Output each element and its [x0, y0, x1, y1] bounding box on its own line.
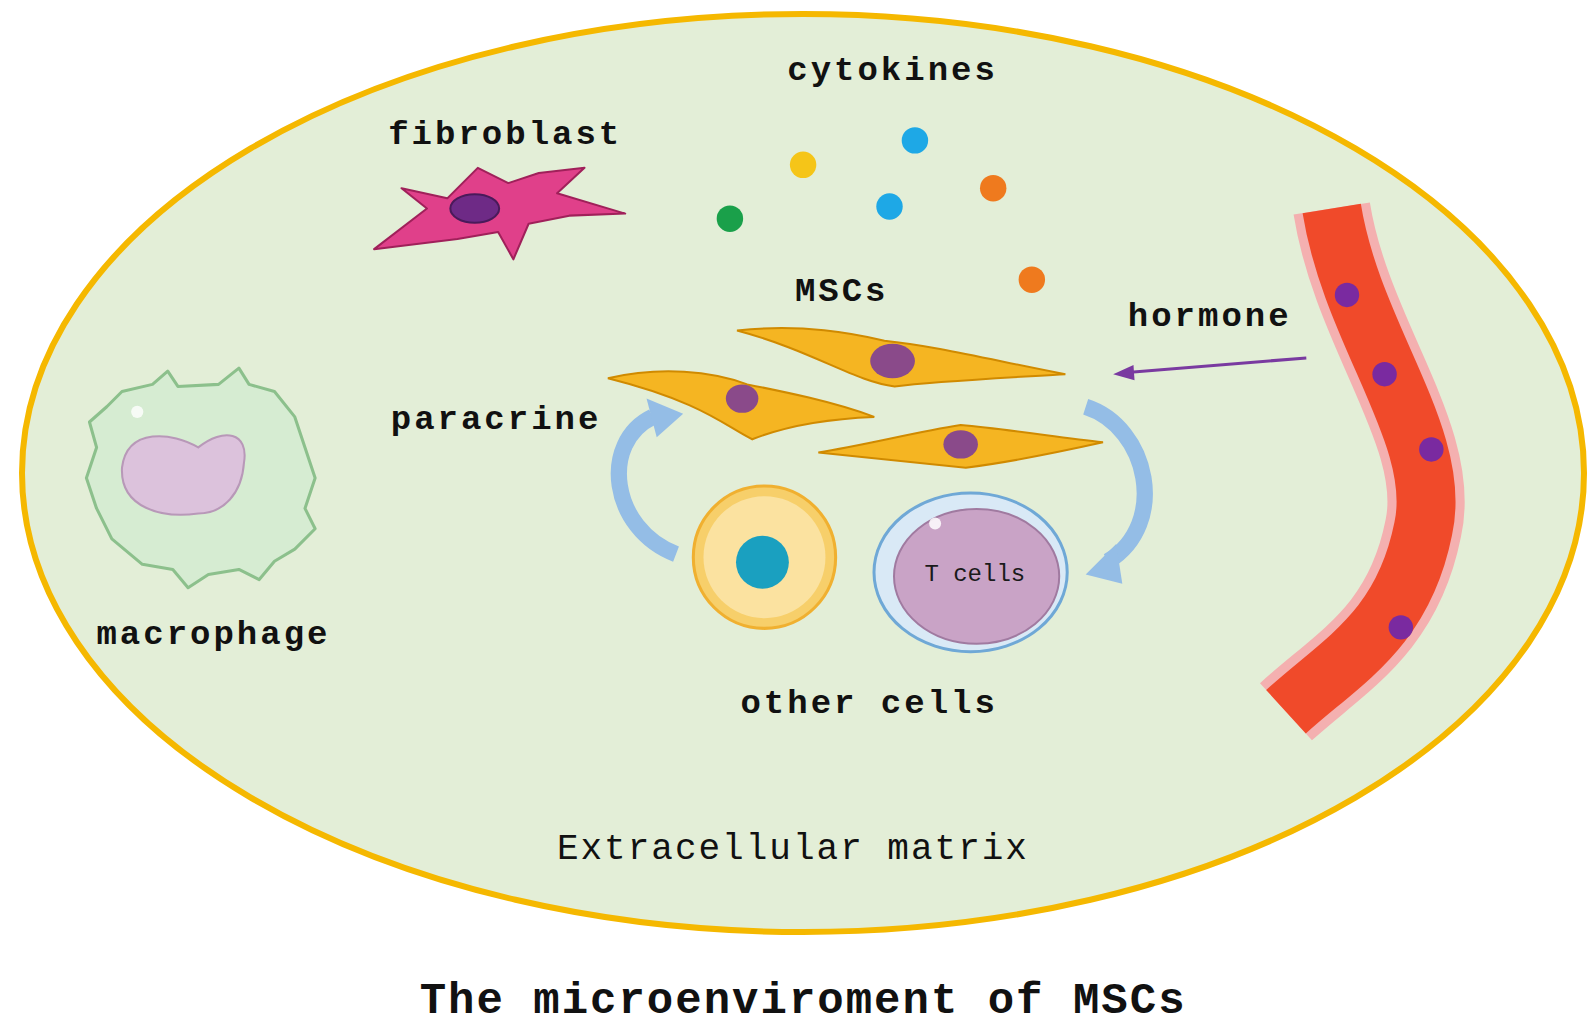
t-cell-node: T cells: [872, 491, 1069, 654]
macrophage-cell-part: [86, 368, 315, 588]
other-cell-part: [736, 536, 789, 589]
matrix-region: Extracellular matrix T cells: [18, 10, 1588, 936]
paracrine-arrows-part: [647, 399, 684, 438]
t-cell-highlight: [929, 518, 941, 530]
region-label: Extracellular matrix: [557, 828, 1029, 869]
blood-vessel-part: [1335, 283, 1359, 307]
hormone-arrow-part: [1130, 358, 1306, 372]
msc-cells: [608, 328, 1103, 468]
msc-cells-part: [818, 425, 1103, 468]
cytokine-dots-part: [717, 205, 743, 231]
cytokine-dots-part: [902, 127, 928, 153]
matrix-ellipse-shape: [22, 14, 1584, 932]
hormone-arrow-part: [1113, 365, 1134, 380]
blood-vessel-part: [1419, 437, 1443, 461]
figure-caption: The microenviroment of MSCs: [420, 976, 1187, 1026]
blood-vessel-part: [1286, 209, 1426, 712]
msc-cells-part: [737, 328, 1065, 386]
cytokine-dots: [717, 127, 1045, 293]
msc-cells-part: [870, 344, 915, 379]
paracrine-arrows-part: [1086, 544, 1123, 584]
macrophage-cell: [86, 368, 315, 588]
paracrine-arrows-part: [1086, 407, 1145, 562]
fibroblast-cell-part: [450, 194, 499, 222]
t-cell-membrane: [874, 493, 1067, 652]
cytokine-dots-part: [790, 152, 816, 178]
msc-cells-part: [726, 384, 759, 412]
hormone-arrow: [1113, 358, 1306, 380]
blood-vessel-part: [1372, 362, 1396, 386]
cytokine-dots-part: [980, 175, 1006, 201]
other-cell-part: [703, 496, 825, 618]
blood-vessel-part: [1389, 615, 1413, 639]
macrophage-cell-part: [131, 406, 143, 418]
other-cell: [693, 486, 835, 628]
msc-cells-part: [943, 430, 978, 458]
blood-vessel: [1286, 209, 1444, 712]
paracrine-arrows-part: [619, 417, 676, 554]
fibroblast-cell-part: [374, 168, 625, 259]
fibroblast-cell: [374, 168, 625, 259]
other-cell-part: [693, 486, 835, 628]
cytokine-dots-part: [1019, 266, 1045, 292]
cell-label: T cells: [924, 561, 1025, 588]
t-cell-nucleus: [894, 509, 1059, 644]
cytokine-dots-part: [876, 193, 902, 219]
blood-vessel-part: [1286, 209, 1426, 712]
macrophage-cell-part: [122, 435, 245, 514]
